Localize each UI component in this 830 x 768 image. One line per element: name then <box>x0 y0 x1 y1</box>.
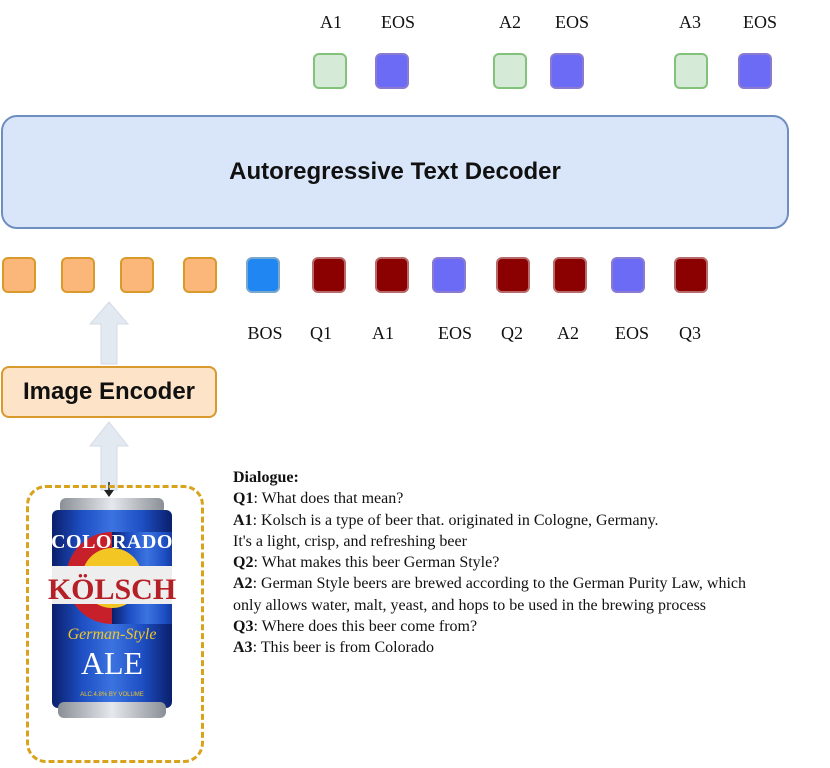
input-token-label: Q1 <box>310 323 332 343</box>
can-name-text: KÖLSCH <box>48 573 176 606</box>
answer-output-token <box>674 53 708 89</box>
question-token <box>496 257 530 293</box>
dialogue-heading: Dialogue: <box>233 469 299 486</box>
input-token-label: A1 <box>372 323 394 343</box>
output-token-label: A2 <box>499 12 521 32</box>
eos-output-token <box>738 53 772 89</box>
input-token-label: EOS <box>437 323 472 343</box>
decoder-label: Autoregressive Text Decoder <box>229 158 561 185</box>
image-to-encoder-arrow <box>88 421 130 497</box>
dialogue-line: Q3: Where does this beer come from? <box>233 618 478 636</box>
image-token <box>120 257 154 293</box>
input-token-label: BOS <box>247 323 283 343</box>
answer-token <box>553 257 587 293</box>
image-token <box>2 257 36 293</box>
input-token-label: Q3 <box>679 323 701 343</box>
eos-token <box>611 257 645 293</box>
answer-token <box>375 257 409 293</box>
dialogue-line: Q2: What makes this beer German Style? <box>233 554 500 572</box>
image-token <box>61 257 95 293</box>
eos-token <box>432 257 466 293</box>
image-token <box>183 257 217 293</box>
can-type-text: ALE <box>81 645 143 681</box>
question-token <box>674 257 708 293</box>
dialogue-line: A3: This beer is from Colorado <box>233 639 435 657</box>
output-token-label: EOS <box>554 12 589 32</box>
can-style-text: German-Style <box>68 626 157 643</box>
answer-output-token <box>493 53 527 89</box>
output-token-label: A1 <box>320 12 342 32</box>
dialogue-block: Dialogue: Q1: What does that mean? A1: K… <box>233 467 823 659</box>
input-token-label: EOS <box>614 323 649 343</box>
dialogue-line: It's a light, crisp, and refreshing beer <box>233 532 467 550</box>
input-token-label: Q2 <box>501 323 523 343</box>
can-brand-text: COLORADO <box>51 531 173 553</box>
dialogue-line: A2: German Style beers are brewed accord… <box>233 575 747 593</box>
beer-can-image: COLORADO KÖLSCH German-Style ALE ALC.4.8… <box>48 498 176 718</box>
dialogue-line: Q1: What does that mean? <box>233 490 404 508</box>
dialogue-line: only allows water, malt, yeast, and hops… <box>233 596 707 614</box>
output-token-label: A3 <box>679 12 701 32</box>
encoder-to-tokens-arrow <box>88 301 130 365</box>
answer-output-token <box>313 53 347 89</box>
output-token-label: EOS <box>380 12 415 32</box>
question-token <box>312 257 346 293</box>
encoder-label: Image Encoder <box>22 378 196 405</box>
can-fineprint-text: ALC.4.8% BY VOLUME <box>80 692 144 698</box>
bos-token <box>246 257 280 293</box>
eos-output-token <box>375 53 409 89</box>
dialogue-line: A1: Kolsch is a type of beer that. origi… <box>233 511 659 529</box>
input-image-frame <box>26 485 204 763</box>
input-token-label: A2 <box>557 323 579 343</box>
autoregressive-text-decoder: Autoregressive Text Decoder <box>1 115 789 229</box>
image-encoder: Image Encoder <box>1 366 217 418</box>
eos-output-token <box>550 53 584 89</box>
output-token-label: EOS <box>742 12 777 32</box>
